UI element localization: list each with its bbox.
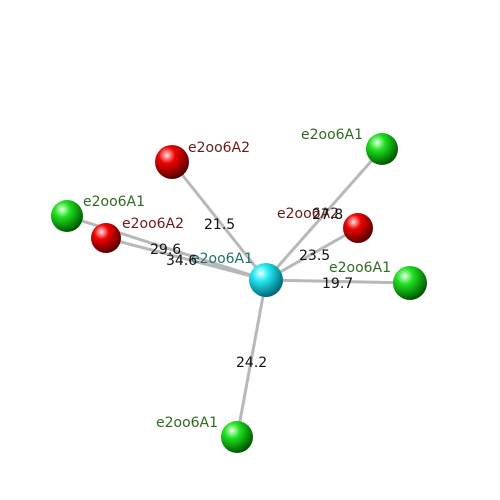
label-green-topright: e2oo6A1 xyxy=(301,127,363,143)
label-red-top: e2oo6A2 xyxy=(188,140,250,156)
distance-green-topright: 23.5 xyxy=(299,248,330,264)
distance-green-left: 29.6 xyxy=(150,242,181,258)
bond-green-topright xyxy=(264,148,384,281)
label-green-left: e2oo6A1 xyxy=(83,194,145,210)
label-green-right: e2oo6A1 xyxy=(329,260,391,276)
bond-red-left xyxy=(105,236,267,282)
atom-center xyxy=(249,263,283,297)
distance-red-mid: 27.8 xyxy=(312,207,343,223)
atom-labels: e2oo6A2 e2oo6A2 e2oo6A2 e2oo6A1 e2oo6A1 … xyxy=(83,127,391,431)
bond-red-top xyxy=(170,161,268,281)
label-green-bottom: e2oo6A1 xyxy=(156,415,218,431)
atom-green-left xyxy=(51,200,83,232)
atom-green-right xyxy=(393,266,427,300)
distance-labels: 21.5 27.8 34.6 29.6 23.5 19.7 24.2 xyxy=(150,207,353,371)
label-red-left: e2oo6A2 xyxy=(122,216,184,232)
atom-green-topright xyxy=(366,133,398,165)
label-center: e2oo6A1 xyxy=(191,251,253,267)
atom-red-top xyxy=(155,145,189,179)
distance-green-right: 19.7 xyxy=(322,276,353,292)
atom-red-left xyxy=(91,223,121,253)
atom-green-bottom xyxy=(221,421,253,453)
bond-green-bottom xyxy=(235,279,268,438)
distance-green-bottom: 24.2 xyxy=(236,355,267,371)
atoms xyxy=(51,133,427,453)
distance-red-left: 34.6 xyxy=(166,253,197,269)
atom-red-mid xyxy=(343,213,373,243)
distance-red-top: 21.5 xyxy=(204,217,235,233)
label-red-mid: e2oo6A2 xyxy=(277,206,339,222)
bond-green-right xyxy=(265,278,411,285)
bond-red-mid xyxy=(265,226,359,282)
bonds xyxy=(66,148,411,438)
